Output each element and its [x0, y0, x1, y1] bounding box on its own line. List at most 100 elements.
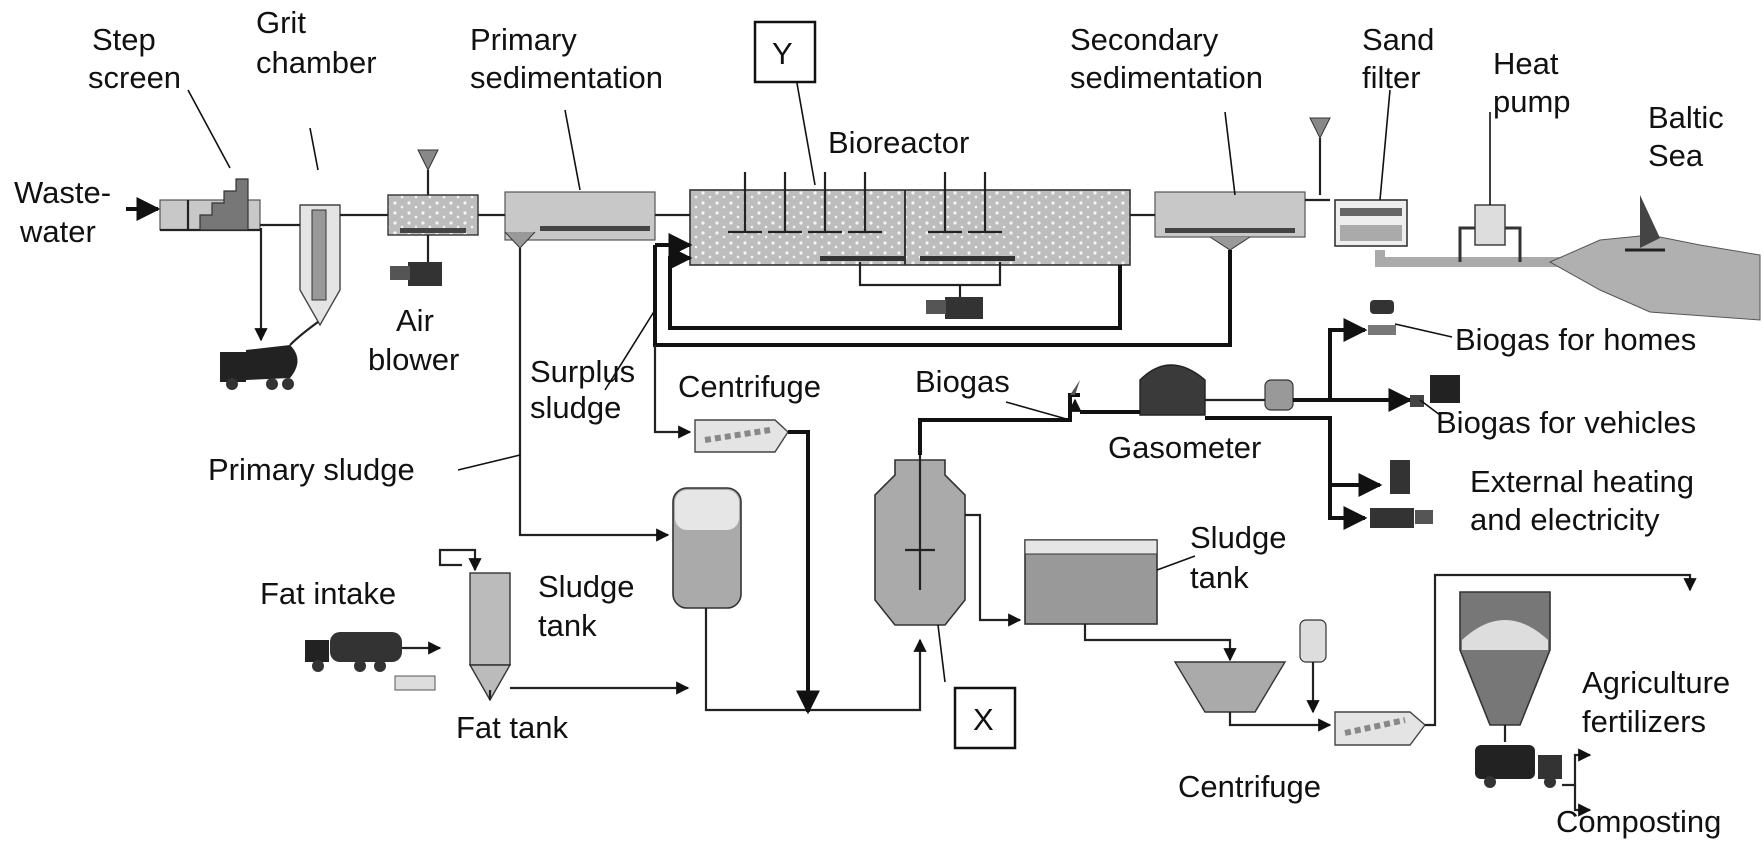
fat-truck [305, 632, 402, 672]
label-biogas-vehicles: Biogas for vehicles [1436, 405, 1696, 440]
label-composting: Composting [1556, 804, 1721, 839]
centrifuge-to-silo [1425, 573, 1697, 727]
label-wastewater-line1: Waste- [14, 175, 111, 210]
label-surplus-line2: sludge [530, 390, 621, 425]
leader-secondary-sed [1224, 111, 1236, 196]
label-primary-sed-line1: Primary [470, 22, 577, 57]
label-biogas: Biogas [915, 364, 1010, 399]
surplus-sludge-line [653, 345, 692, 439]
label-secondary-sed-line1: Secondary [1070, 22, 1219, 57]
sludge-tank-to-digester [704, 608, 927, 712]
label-step-screen-line2: screen [88, 60, 181, 95]
digester-unit [874, 455, 966, 626]
label-primary-sed-line2: sedimentation [470, 60, 663, 95]
grit-chamber-unit [260, 204, 341, 327]
sludge-tank-left [672, 487, 742, 609]
fat-pipe-up [438, 548, 482, 572]
air-blower-unit [390, 235, 442, 286]
label-heating-line1: External heating [1470, 464, 1694, 499]
leader-primary-sed [564, 109, 581, 191]
label-primary-sludge: Primary sludge [208, 452, 415, 487]
leader-step-screen [187, 89, 231, 169]
label-sludge-tank-right-line1: Sludge [1190, 520, 1287, 555]
centrifuge-top-unit [694, 419, 789, 453]
main-channel [126, 117, 1761, 327]
leader-surplus-sludge [604, 309, 656, 391]
label-heat-pump-line1: Heat [1493, 46, 1559, 81]
label-sludge-tank-left-line2: tank [538, 608, 597, 643]
thickener-to-centrifuge [1228, 712, 1332, 732]
vehicles-bus-icon [1410, 375, 1460, 407]
to-composting [1573, 785, 1592, 817]
grit-line [289, 321, 319, 346]
sludge-silo [1459, 591, 1551, 726]
truck-fertilizer [1475, 745, 1562, 788]
label-grit-chamber-line2: chamber [256, 45, 377, 80]
homes-stove-icon [1368, 300, 1396, 335]
primary-sludge-line [518, 248, 670, 542]
label-agriculture-line2: fertilizers [1582, 704, 1706, 739]
label-biogas-homes: Biogas for homes [1455, 322, 1696, 357]
bioreactor-mixers [728, 172, 1002, 234]
fat-tank-unit [468, 572, 512, 702]
leader-sand-filter [1379, 89, 1391, 201]
label-secondary-sed-line2: sedimentation [1070, 60, 1263, 95]
label-centrifuge-bottom: Centrifuge [1178, 769, 1321, 804]
label-baltic-line2: Sea [1648, 138, 1704, 173]
label-agriculture-line1: Agriculture [1582, 665, 1730, 700]
label-surplus-line1: Surplus [530, 354, 635, 389]
label-baltic-line1: Baltic [1648, 100, 1724, 135]
digester-to-sludge-tank [965, 513, 1022, 627]
heating-unit-icon [1370, 460, 1433, 528]
label-air-blower-line1: Air [396, 303, 434, 338]
sand-filter-unit [1334, 199, 1408, 247]
gasometer-unit [1139, 364, 1294, 416]
heating-line-a [1205, 416, 1383, 497]
sludge-tank-right [1024, 539, 1158, 625]
bioreactor-tank [655, 189, 1131, 266]
label-heat-pump-line2: pump [1493, 84, 1571, 119]
fat-container [394, 675, 436, 691]
step-screen-unit [159, 178, 261, 232]
label-sand-filter-line1: Sand [1362, 22, 1434, 57]
thickener-hopper [1173, 619, 1327, 713]
biogas-line [918, 393, 1080, 455]
marker-y-box [753, 20, 817, 84]
return-sludge-outer [653, 245, 1232, 347]
label-sludge-tank-left-line1: Sludge [538, 569, 635, 604]
fat-tank-to-digester [488, 688, 688, 700]
label-fat-tank: Fat tank [456, 710, 568, 745]
label-grit-chamber-line1: Grit [256, 5, 306, 40]
label-sand-filter-line2: filter [1362, 60, 1421, 95]
label-heating-line2: and electricity [1470, 502, 1660, 537]
baltic-sea-illustration [1548, 195, 1761, 321]
label-bioreactor: Bioreactor [828, 125, 969, 160]
secondary-sedimentation-tank [1130, 117, 1331, 251]
label-marker-x: X [973, 702, 994, 737]
to-agriculture [1562, 748, 1592, 787]
heating-line-b [1328, 485, 1368, 530]
leader-primary-sludge [457, 454, 521, 471]
leader-homes [1394, 323, 1453, 338]
leader-biogas [1005, 401, 1071, 421]
leader-sludge-tank-right [1156, 555, 1196, 571]
label-step-screen-line1: Step [92, 22, 156, 57]
centrifuge-to-digester [788, 430, 810, 710]
bioreactor-blower [858, 262, 1002, 319]
sludge-tank-to-thickener [1083, 624, 1237, 662]
label-gasometer: Gasometer [1108, 430, 1261, 465]
label-wastewater-line2: water [19, 214, 96, 249]
pre-aeration-tank [340, 149, 479, 236]
leader-grit [309, 127, 319, 171]
label-fat-intake: Fat intake [260, 576, 396, 611]
label-air-blower-line2: blower [368, 342, 459, 377]
primary-sedimentation-tank [478, 191, 656, 249]
leader-vehicles [1419, 399, 1441, 416]
flare-icon [1070, 380, 1080, 395]
label-sludge-tank-right-line2: tank [1190, 560, 1249, 595]
heat-pump-unit [1375, 204, 1560, 267]
leader-y [794, 71, 816, 186]
fat-intake-top [438, 555, 462, 567]
marker-x-box [953, 686, 1017, 750]
